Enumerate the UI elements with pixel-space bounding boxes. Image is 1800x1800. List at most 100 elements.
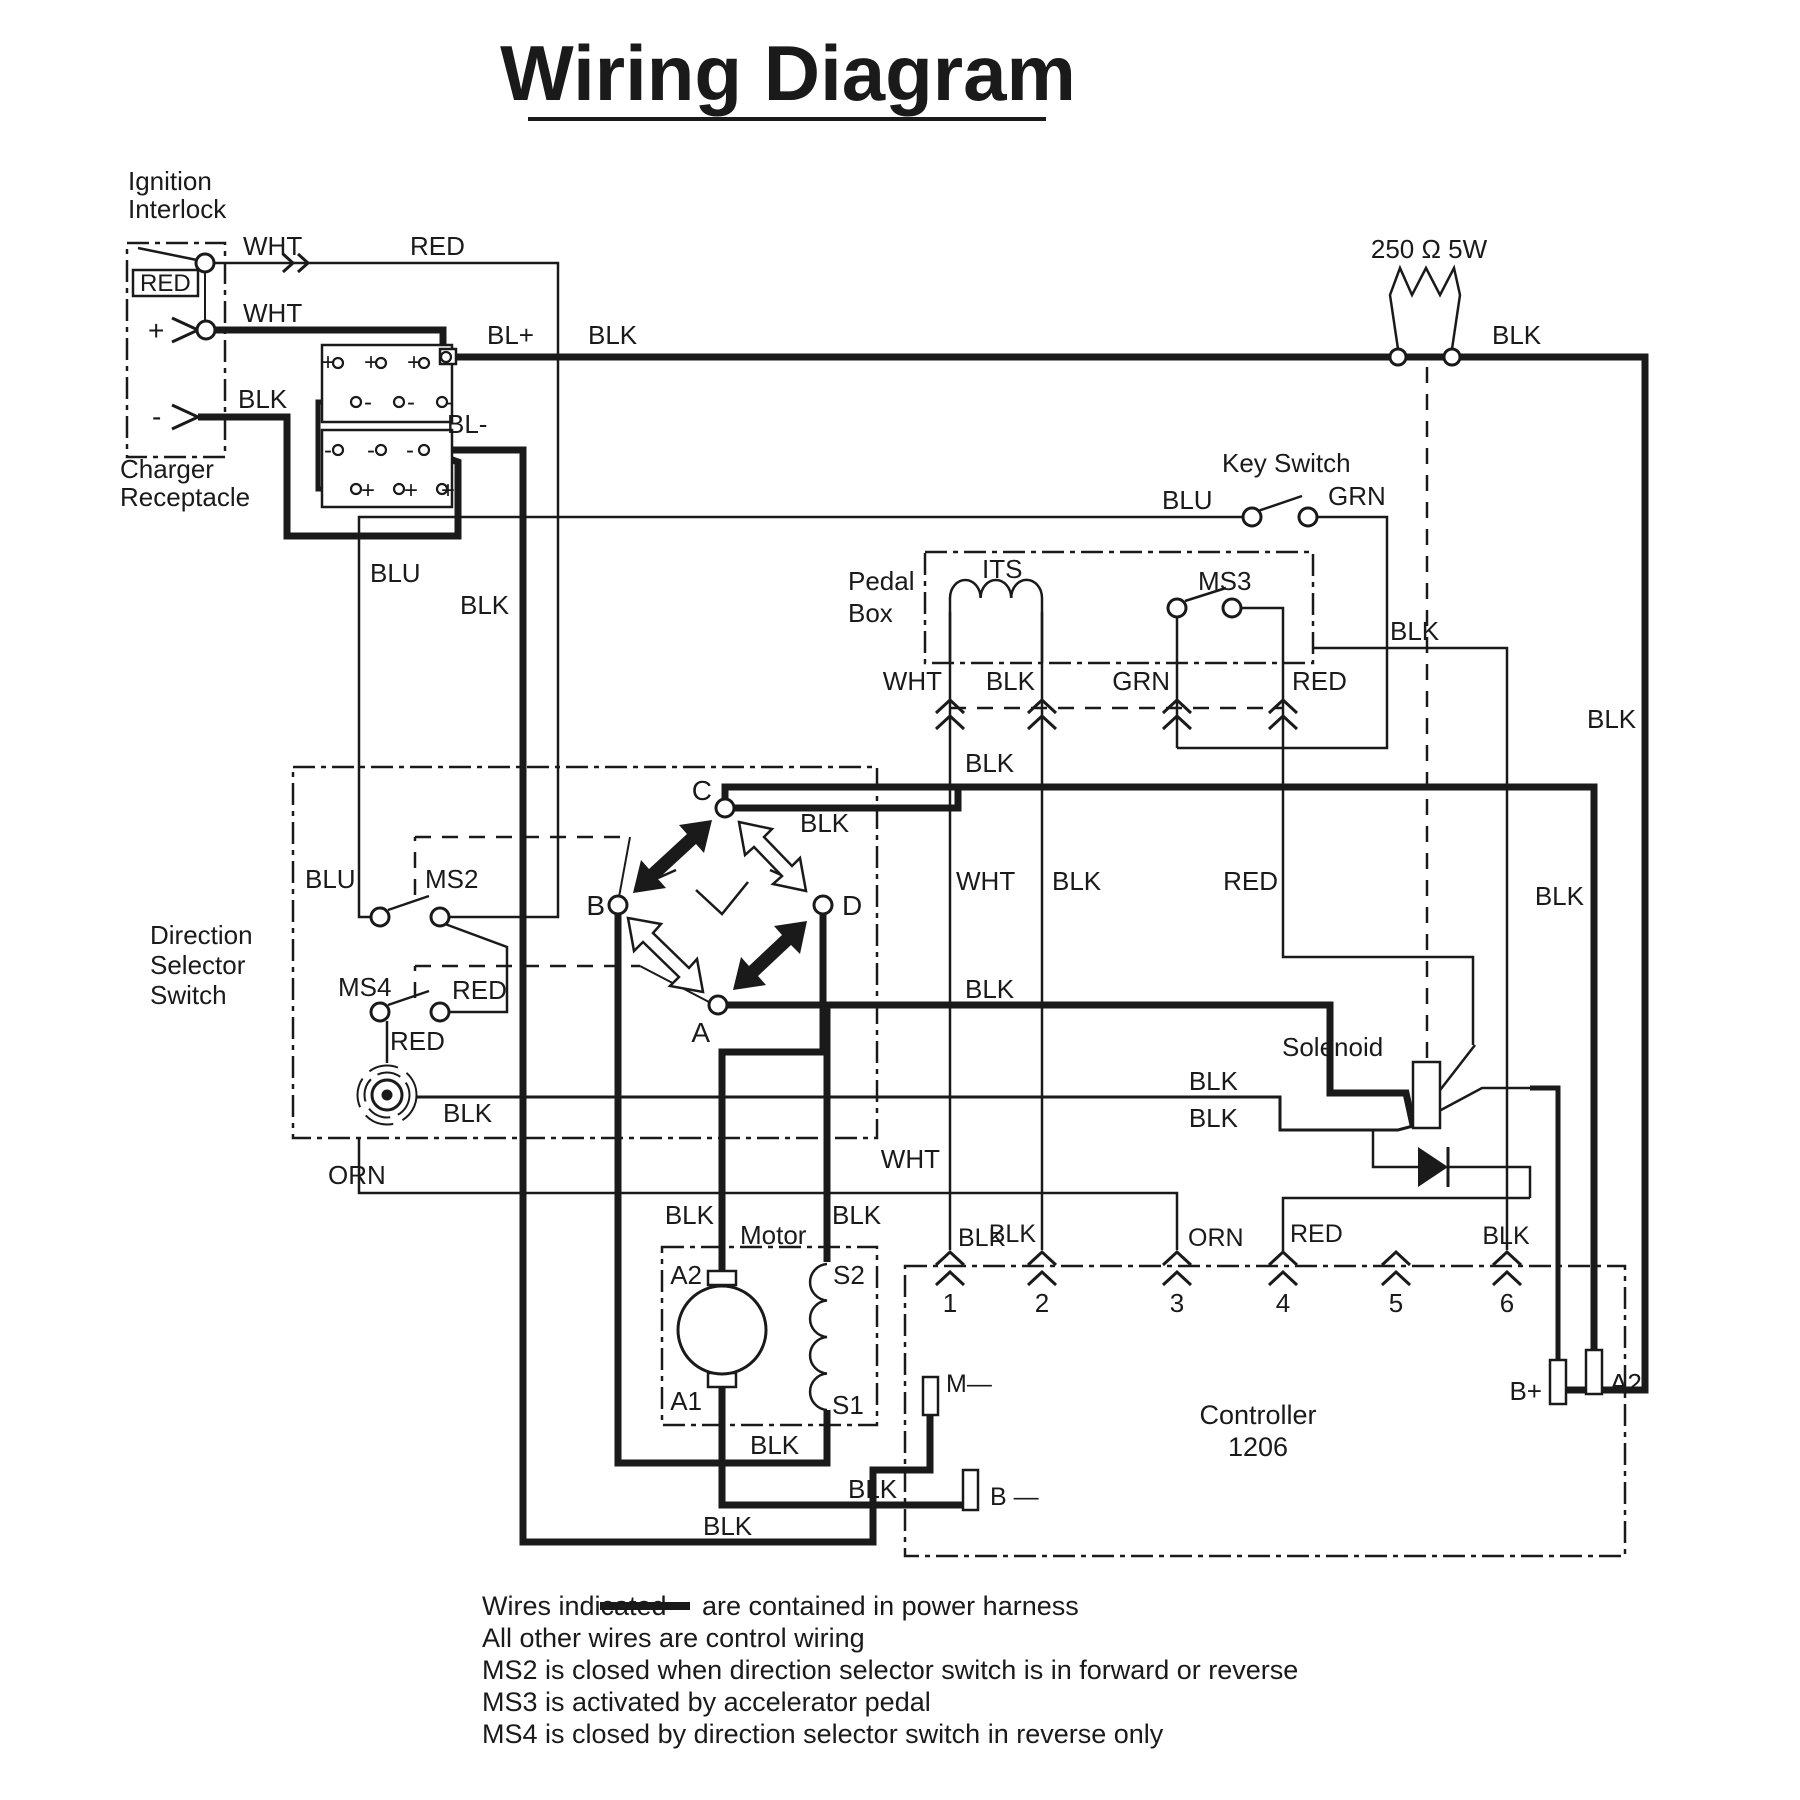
label-receptacle: Receptacle — [120, 482, 250, 512]
a1-to-bminus-wire — [718, 1387, 963, 1509]
bat-r1-plus3: + — [407, 349, 421, 376]
key-switch-blade — [1257, 494, 1303, 513]
bat-r1-bot3 — [435, 395, 449, 409]
label-key-switch: Key Switch — [1222, 448, 1351, 478]
ms3-switch-blade — [1184, 586, 1227, 603]
bridge-arrow-black-bc — [633, 820, 712, 893]
legend-line1a: Wires indicated — [482, 1591, 667, 1621]
bridge-arrow-white-ba — [626, 916, 705, 994]
label-terminal-6: 6 — [1500, 1288, 1514, 1318]
bat-r1-plus1: + — [321, 349, 335, 376]
bridge-terminal-d — [812, 894, 834, 916]
legend-line5: MS4 is closed by direction selector swit… — [482, 1719, 1164, 1749]
bat-r2-bot3 — [435, 482, 449, 496]
battery-row1-box — [320, 343, 454, 424]
label-switch: Switch — [150, 980, 227, 1010]
label-blk-resistor: BLK — [1492, 320, 1542, 350]
connector-grn-pedal2-chevron-up-icon — [1161, 713, 1193, 731]
label-bl-plus: BL+ — [487, 320, 534, 350]
connector-t5b-chevron-up-icon — [1380, 1269, 1412, 1287]
blu-keyswitch-wire — [357, 515, 1243, 919]
its-coil — [948, 578, 1044, 663]
label-blk-t6wire: BLK — [1390, 616, 1440, 646]
legend-power-harness-bar — [600, 1602, 690, 1610]
label-blk-bs1: BLK — [750, 1430, 800, 1460]
label-s2-motor: S2 — [833, 1260, 865, 1290]
pedal-box — [923, 550, 1315, 665]
connector-grn-pedal-chevron-up-icon — [1161, 697, 1193, 715]
label-d: D — [842, 890, 862, 921]
label-red-pedal: RED — [1292, 666, 1347, 696]
label-blk-t6: BLK — [1482, 1222, 1530, 1250]
label-blk-t1: BLK — [958, 1224, 1006, 1252]
grn-keyswitch-wire — [1177, 515, 1389, 750]
title-underline — [528, 117, 1046, 121]
label-a1-motor: A1 — [670, 1386, 702, 1416]
bat-r2-plus2: + — [404, 477, 418, 504]
label-wht-leg2: WHT — [881, 1144, 940, 1174]
label-plus-charger: + — [148, 315, 164, 346]
label-terminal-5: 5 — [1389, 1288, 1403, 1318]
ms2-contact-right — [429, 906, 451, 928]
label-c: C — [692, 775, 712, 806]
label-blk-pedal: BLK — [986, 666, 1036, 696]
label-orn-dirsel: ORN — [328, 1160, 386, 1190]
controller-bminus-terminal — [961, 1468, 980, 1512]
label-blk-a1bm: BLK — [848, 1474, 898, 1504]
ms4-switch-blade — [387, 989, 430, 1007]
connector-blk-pedal2-chevron-up-icon — [1026, 713, 1058, 731]
label-ms4: MS4 — [338, 972, 391, 1002]
label-orn-t3: ORN — [1188, 1224, 1244, 1252]
bat-r2-plus3: + — [441, 477, 455, 504]
bridge-terminal-c — [714, 797, 736, 819]
connector-wht-pedal2-chevron-up-icon — [934, 713, 966, 731]
reverse-buzzer-ring-inner — [363, 1071, 411, 1119]
label-grn-key: GRN — [1328, 481, 1386, 511]
label-solenoid: Solenoid — [1282, 1032, 1383, 1062]
connector-t6b-chevron-up-icon — [1491, 1269, 1523, 1287]
label-red-mid: RED — [1223, 866, 1278, 896]
label-1206: 1206 — [1228, 1432, 1288, 1462]
label-blk-awire: BLK — [965, 974, 1015, 1004]
label-blk-motor-right: BLK — [832, 1200, 882, 1230]
label-blk-motor-left: BLK — [665, 1200, 715, 1230]
red-ms3-wire — [1241, 606, 1475, 1045]
blk-bl-minus-wire — [429, 446, 934, 1546]
label-charger: Charger — [120, 454, 214, 484]
solenoid-bplus-feed — [1530, 1085, 1561, 1360]
controller-box — [903, 1264, 1627, 1558]
label-its: ITS — [982, 554, 1022, 584]
connector-t5a-chevron-up-icon — [1380, 1249, 1412, 1267]
bridge-a-to-solenoid-wire — [727, 1001, 1417, 1126]
ms4-contact-right — [429, 1001, 451, 1023]
legend-line1b: are contained in power harness — [702, 1591, 1079, 1621]
ms3-contact-left — [1166, 597, 1188, 619]
label-blu-ms2: BLU — [305, 864, 356, 894]
label-blk-left: BLK — [460, 590, 510, 620]
connector-red-pedal-chevron-up-icon — [1267, 697, 1299, 715]
bat-r2-min3: - — [406, 437, 414, 464]
label-red-ms2out: RED — [452, 975, 507, 1005]
label-direction: Direction — [150, 920, 253, 950]
reverse-buzzer-ring-outer — [356, 1064, 418, 1126]
motor-a2-terminal — [706, 1269, 738, 1287]
label-red-boxed: RED — [140, 270, 191, 297]
label-terminal-2: 2 — [1035, 1288, 1049, 1318]
bridge-c-upper-wire — [721, 783, 1598, 1350]
diode-loop-left — [1371, 1130, 1418, 1169]
label-blk-bottom: BLK — [703, 1511, 753, 1541]
resistor-body — [1388, 264, 1462, 350]
label-blu-left: BLU — [370, 558, 421, 588]
bridge-d-to-a2-wire — [718, 914, 827, 1271]
label-box: Box — [848, 598, 893, 628]
bat-r1-top2 — [374, 356, 388, 370]
label-ms2: MS2 — [425, 864, 478, 894]
resistor-terminal-left — [1388, 347, 1408, 367]
label-pedal: Pedal — [848, 566, 915, 596]
label-blk-a2wire: BLK — [1535, 881, 1585, 911]
connector-wht-red-b-chevron-right-icon — [296, 252, 311, 274]
label-a2-controller: A2 — [1610, 1368, 1642, 1398]
label-red-ms4: RED — [390, 1026, 445, 1056]
label-terminal-3: 3 — [1170, 1288, 1184, 1318]
